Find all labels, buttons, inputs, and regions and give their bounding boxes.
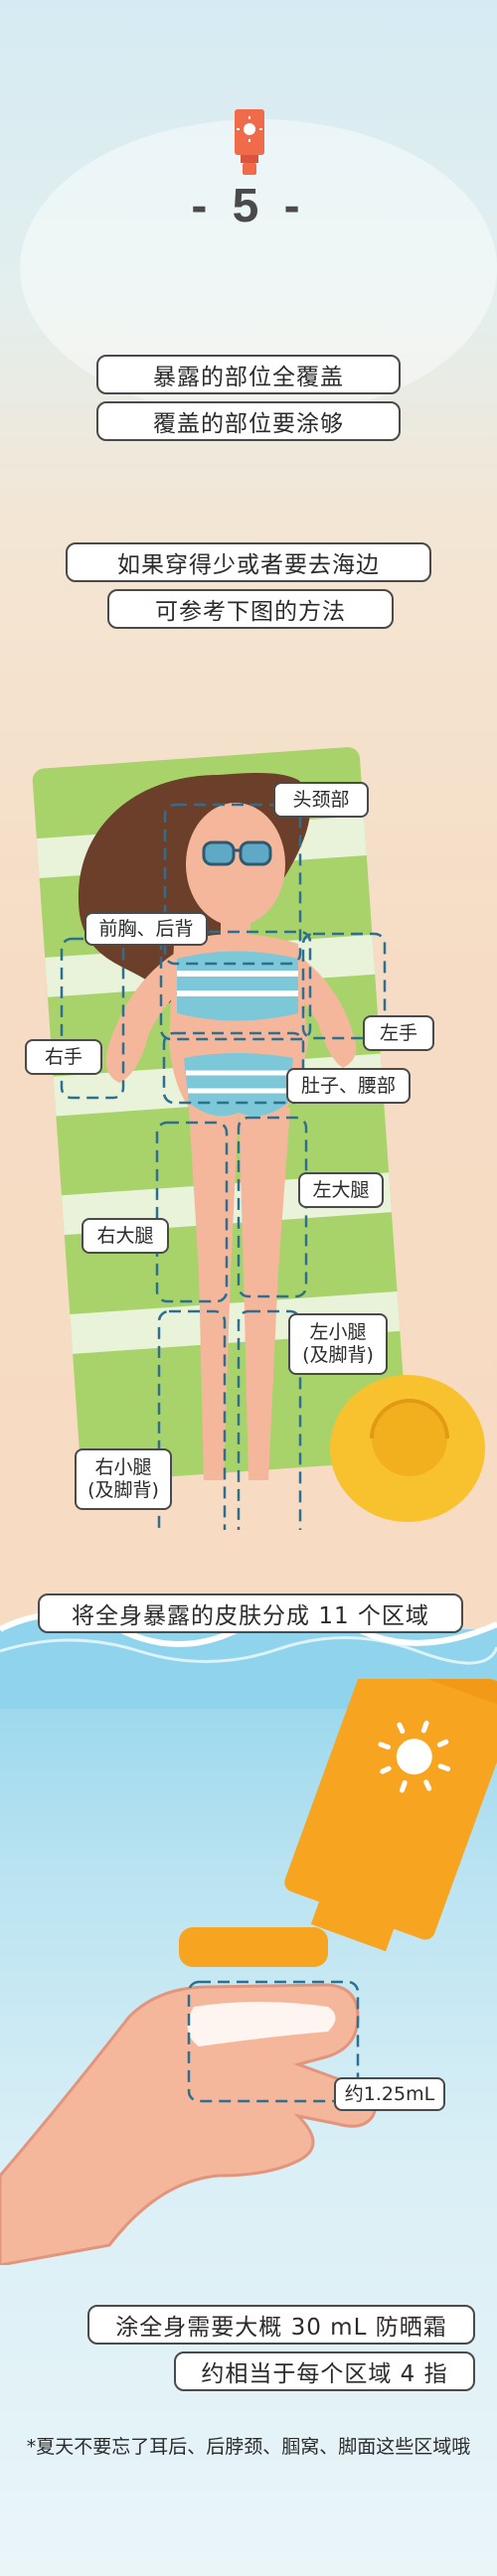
sun-hat-icon xyxy=(330,1375,485,1522)
intro-line-1: 暴露的部位全覆盖 xyxy=(96,355,401,394)
sunscreen-tube-icon xyxy=(235,109,264,175)
body-zones-illustration xyxy=(32,747,485,1530)
total-line-1: 涂全身需要大概 30 mL 防晒霜 xyxy=(87,2305,475,2345)
zone-label-left-calf: 左小腿 (及脚背) xyxy=(288,1313,388,1375)
footnote: *夏天不要忘了耳后、后脖颈、腘窝、脚面这些区域哦 xyxy=(26,2436,471,2458)
beach-tip-line-1: 如果穿得少或者要去海边 xyxy=(66,542,431,582)
sunscreen-tube-large xyxy=(179,1679,497,1967)
sunglasses-icon xyxy=(202,840,272,866)
zone-label-right-hand: 右手 xyxy=(25,1039,102,1075)
zone-label-head-neck: 头颈部 xyxy=(273,782,369,818)
step-number: - 5 - xyxy=(191,180,306,232)
zone-label-right-thigh: 右大腿 xyxy=(82,1218,169,1254)
intro-line-2: 覆盖的部位要涂够 xyxy=(96,401,401,441)
zone-label-left-hand: 左手 xyxy=(363,1015,434,1051)
amount-label: 约1.25mL xyxy=(334,2077,445,2111)
zone-label-left-thigh: 左大腿 xyxy=(298,1172,384,1208)
amount-outline xyxy=(187,1980,360,2103)
total-line-2: 约相当于每个区域 4 指 xyxy=(174,2351,475,2391)
zone-label-right-calf: 右小腿 (及脚背) xyxy=(75,1448,172,1510)
sun-icon xyxy=(378,1720,451,1793)
zone-label-chest-back: 前胸、后背 xyxy=(84,912,208,946)
beach-tip-line-2: 可参考下图的方法 xyxy=(107,589,394,629)
zone-label-belly-waist: 肚子、腰部 xyxy=(286,1068,411,1104)
zones-summary: 将全身暴露的皮肤分成 11 个区域 xyxy=(38,1593,463,1633)
swimsuit xyxy=(177,951,298,1117)
